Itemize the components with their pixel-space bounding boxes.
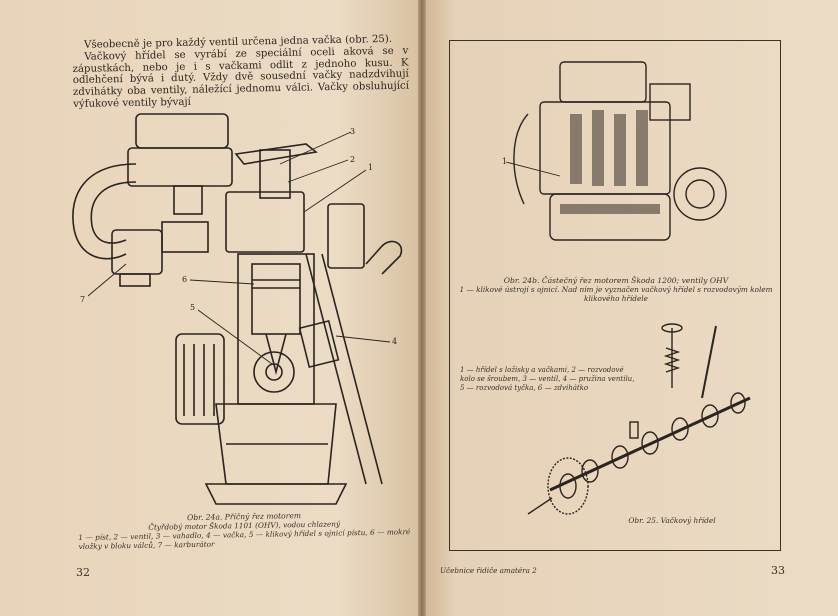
figure-label-3: 3 <box>350 127 355 136</box>
carburettor-float <box>119 273 151 287</box>
valve-spring <box>663 347 681 373</box>
camshaft-figure <box>510 318 760 528</box>
camshaft-housing <box>298 319 340 369</box>
piston <box>251 263 301 335</box>
pushrod-tube-right <box>321 253 383 485</box>
valve-cover <box>259 149 291 199</box>
engine-sump <box>549 193 671 241</box>
oil-filter <box>175 333 225 425</box>
figure-24a-caption: Obr. 24a. Příčný řez motorem Čtyřdobý mo… <box>78 509 411 551</box>
engine-partial-section-drawing: 1 <box>502 61 727 241</box>
figure-label-6: 6 <box>182 275 187 284</box>
figure-label-4: 4 <box>392 337 397 346</box>
engine-cross-section-figure: 3 2 1 4 5 6 7 <box>66 104 412 516</box>
page-number-left: 32 <box>76 566 90 579</box>
cylinder-head <box>225 191 305 253</box>
engine-partial-section-figure: 1 <box>500 54 730 266</box>
air-filter-lid <box>135 113 229 149</box>
cylinder-block <box>237 253 315 405</box>
connecting-rod <box>265 333 287 376</box>
figure-24b-title: Obr. 24b. Částečný řez motorem Škoda 120… <box>503 276 729 285</box>
exhaust-manifold <box>513 113 529 205</box>
intake-manifold <box>161 221 209 253</box>
figure-24b-label-1: 1 <box>502 157 507 166</box>
distributor <box>327 203 365 269</box>
page-number-right: 33 <box>771 564 785 577</box>
book-gutter <box>418 0 426 616</box>
gear-bolt <box>527 497 553 515</box>
figure-24b-legend: 1 — klikové ústrojí s ojnicí. Nad ním je… <box>459 285 773 303</box>
rocker-arm <box>234 143 318 165</box>
figure-label-7: 7 <box>80 295 85 304</box>
figure-label-2: 2 <box>350 155 355 164</box>
figure-frame <box>449 40 781 551</box>
cam-lobe-5 <box>701 404 719 428</box>
intake-hose-inner <box>90 181 137 244</box>
cam-lobe-4 <box>671 417 689 441</box>
air-filter-body <box>127 147 233 187</box>
cam-lobe-1 <box>581 459 599 483</box>
flywheel <box>673 167 727 221</box>
engine-cross-section-drawing: 3 2 1 4 5 6 7 <box>72 113 403 505</box>
left-page <box>0 0 421 616</box>
intake-hose <box>72 163 137 260</box>
figure-25-legend: 1 — hřídel s ložisky a vačkami, 2 — rozv… <box>460 366 635 392</box>
pushrod-tube-left <box>305 253 367 485</box>
pushrod <box>701 325 717 399</box>
rocker-cover <box>559 61 647 103</box>
timing-gear <box>547 457 589 515</box>
cam-lobe-2 <box>611 445 629 469</box>
tappet <box>629 421 639 439</box>
figure-label-1: 1 <box>368 163 373 172</box>
dipstick-handle <box>365 240 403 275</box>
sump-fins <box>204 483 348 505</box>
cam-bearing <box>730 392 746 414</box>
crankshaft <box>253 351 295 393</box>
carburettor-body <box>111 229 163 275</box>
filter-neck <box>173 185 203 215</box>
book-footer: Učebnice řidiče amatéra 2 <box>440 566 537 575</box>
figure-label-5: 5 <box>190 303 195 312</box>
camshaft-drawing <box>527 323 751 515</box>
cam-lobe-3 <box>641 431 659 455</box>
figure-25-caption: Obr. 25. Vačkový hřídel <box>628 516 716 525</box>
figure-24b-caption: Obr. 24b. Částečný řez motorem Škoda 120… <box>458 276 774 303</box>
valve-head <box>661 323 683 333</box>
camshaft <box>549 396 751 492</box>
intro-text: Všeobecně je pro každý ventil určena jed… <box>72 34 409 111</box>
intro-paragraph-2: Vačkový hřídel se vyrábí ze speciální oc… <box>72 45 410 110</box>
generator <box>649 83 691 121</box>
